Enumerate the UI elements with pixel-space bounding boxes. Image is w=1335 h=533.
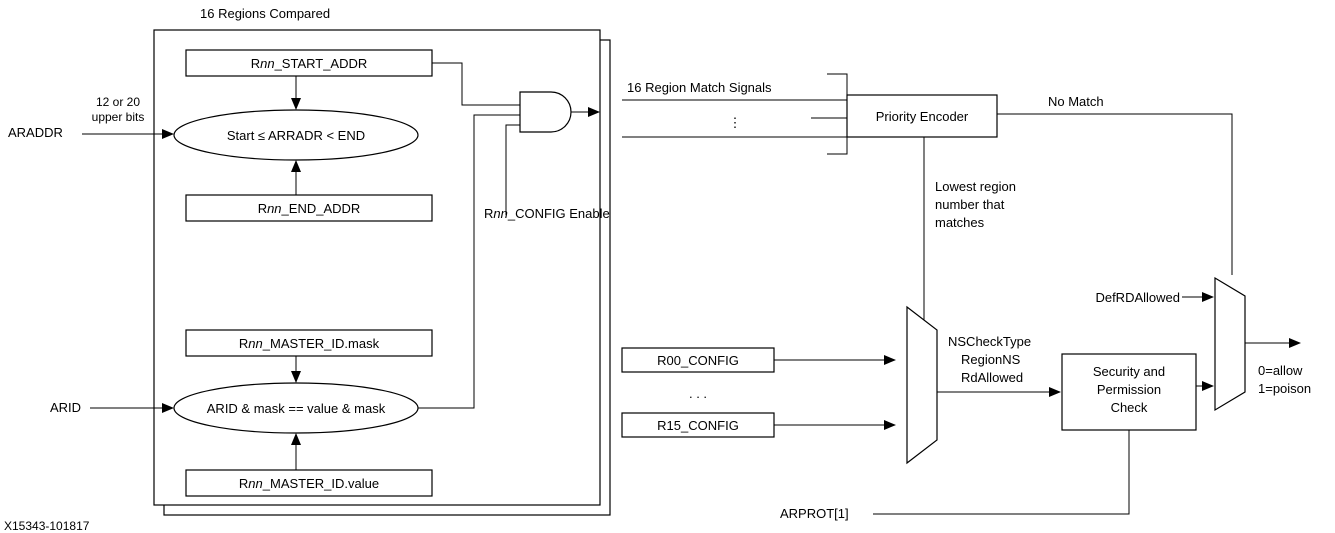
r15-config-label: R15_CONFIG (657, 418, 739, 433)
id-comparator-label: ARID & mask == value & mask (207, 401, 386, 416)
master-id-mask-label: Rnn_MASTER_ID.mask (239, 336, 380, 351)
security-check-line3: Check (1111, 400, 1148, 415)
poison-label: 1=poison (1258, 381, 1311, 396)
output-mux (1214, 276, 1246, 412)
match-signals-label: 16 Region Match Signals (627, 80, 772, 95)
start-addr-label: Rnn_START_ADDR (251, 56, 368, 71)
security-check-line1: Security and (1093, 364, 1165, 379)
lowest-region-line2: number that (935, 197, 1005, 212)
priority-encoder-label: Priority Encoder (876, 109, 969, 124)
no-match-wire (997, 113, 1233, 275)
arprot-label: ARPROT[1] (780, 506, 849, 521)
r00-config-register (621, 347, 775, 373)
config-enable-wire (505, 124, 520, 215)
master-id-value-label: Rnn_MASTER_ID.value (239, 476, 379, 491)
master-id-mask-register (185, 329, 433, 357)
r00-config-label: R00_CONFIG (657, 353, 739, 368)
arid-label: ARID (50, 400, 81, 415)
start-addr-to-and-wire (432, 62, 520, 106)
encoder-bracket (827, 73, 848, 155)
priority-encoder-block (846, 94, 998, 138)
and-gate (519, 91, 572, 133)
araddr-note-line2: upper bits (92, 110, 145, 124)
master-id-value-register (185, 469, 433, 497)
config-mux (906, 305, 938, 465)
security-check-line2: Permission (1097, 382, 1161, 397)
address-comparator-label: Start ≤ ARRADR < END (227, 128, 365, 143)
end-addr-label: Rnn_END_ADDR (258, 201, 361, 216)
match-signals-ellipsis: ⋮ (729, 115, 742, 130)
ns-check-label: NSCheckType (948, 334, 1031, 349)
rd-allowed-label: RdAllowed (961, 370, 1023, 385)
end-addr-register (185, 194, 433, 222)
group-title: 16 Regions Compared (200, 6, 330, 21)
allow-label: 0=allow (1258, 363, 1303, 378)
arprot-wire (873, 430, 1130, 515)
araddr-note-line1: 12 or 20 (96, 95, 140, 109)
no-match-label: No Match (1048, 94, 1104, 109)
araddr-label: ARADDR (8, 125, 63, 140)
lowest-region-line1: Lowest region (935, 179, 1016, 194)
config-ellipsis: . . . (689, 386, 707, 401)
region-ns-label: RegionNS (961, 352, 1021, 367)
lowest-region-line3: matches (935, 215, 985, 230)
config-enable-label: Rnn_CONFIG Enable (484, 206, 610, 221)
figure-id: X15343-101817 (4, 519, 90, 533)
id-match-to-and-wire (418, 114, 520, 409)
start-addr-register (185, 49, 433, 77)
defrd-label: DefRDAllowed (1095, 290, 1180, 305)
